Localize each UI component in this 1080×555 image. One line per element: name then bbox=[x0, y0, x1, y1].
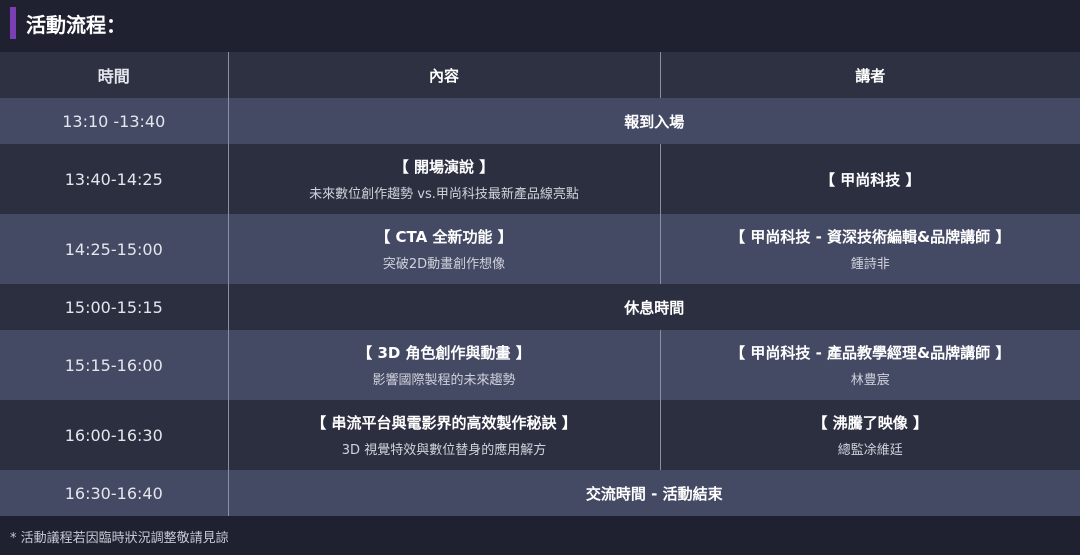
accent-bar bbox=[10, 7, 16, 39]
footnote: * 活動議程若因臨時狀況調整敬請見諒 bbox=[10, 531, 229, 546]
table-header: 時間 內容 講者 bbox=[0, 52, 1080, 98]
content-title: 【 串流平台與電影界的高效製作秘訣 】 bbox=[311, 414, 577, 432]
row-time: 13:10 -13:40 bbox=[0, 98, 228, 144]
row-time: 13:40-14:25 bbox=[0, 144, 228, 214]
row-content: 【 CTA 全新功能 】突破2D動畫創作想像 bbox=[227, 214, 660, 284]
table-row: 16:30-16:40 交流時間 - 活動結束 bbox=[0, 470, 1080, 516]
table-row: 14:25-15:00 【 CTA 全新功能 】突破2D動畫創作想像 【 甲尚科… bbox=[0, 214, 1080, 284]
speaker-name: 林豊宸 bbox=[850, 373, 890, 388]
speaker-name: 鍾詩非 bbox=[850, 257, 890, 272]
row-time: 16:00-16:30 bbox=[0, 400, 228, 470]
table-row: 15:00-15:15 休息時間 bbox=[0, 284, 1080, 330]
row-merged: 休息時間 bbox=[227, 284, 1080, 330]
row-content: 【 開場演說 】未來數位創作趨勢 vs.甲尚科技最新產品線亮點 bbox=[227, 144, 660, 214]
speaker-name: 總監凃維廷 bbox=[837, 443, 903, 458]
row-time: 14:25-15:00 bbox=[0, 214, 228, 284]
row-content: 【 串流平台與電影界的高效製作秘訣 】 3D 視覺特效與數位替身的應用解方 bbox=[227, 400, 660, 470]
content-title: 【 3D 角色創作與動畫 】 bbox=[357, 344, 531, 362]
table-row: 13:10 -13:40 報到入場 bbox=[0, 98, 1080, 144]
row-merged: 交流時間 - 活動結束 bbox=[227, 470, 1080, 516]
content-sub: 突破2D動畫創作想像 bbox=[382, 257, 506, 272]
content-sub: 未來數位創作趨勢 vs.甲尚科技最新產品線亮點 bbox=[309, 187, 579, 202]
table-row: 13:40-14:25 【 開場演說 】未來數位創作趨勢 vs.甲尚科技最新產品… bbox=[0, 144, 1080, 214]
speaker-title: 【 沸騰了映像 】 bbox=[812, 414, 928, 432]
header-time: 時間 bbox=[0, 52, 228, 98]
row-time: 15:15-16:00 bbox=[0, 330, 228, 400]
content-sub: 影響國際製程的未來趨勢 bbox=[372, 373, 516, 388]
row-speaker: 【 甲尚科技 】 bbox=[659, 144, 1080, 214]
speaker-title: 【 甲尚科技 】 bbox=[820, 170, 921, 189]
speaker-title: 【 甲尚科技 - 資深技術編輯&品牌講師 】 bbox=[730, 228, 1011, 246]
content-title: 【 開場演說 】 bbox=[393, 158, 495, 176]
header-content: 內容 bbox=[227, 52, 660, 98]
row-time: 15:00-15:15 bbox=[0, 284, 228, 330]
row-merged: 報到入場 bbox=[227, 98, 1080, 144]
content-title: 【 CTA 全新功能 】 bbox=[375, 228, 513, 246]
row-speaker: 【 沸騰了映像 】總監凃維廷 bbox=[659, 400, 1080, 470]
schedule-table: 時間 內容 講者 13:10 -13:40 報到入場 13:40-14:25 【… bbox=[0, 52, 1080, 516]
table-row: 16:00-16:30 【 串流平台與電影界的高效製作秘訣 】 3D 視覺特效與數… bbox=[0, 400, 1080, 470]
row-speaker: 【 甲尚科技 - 資深技術編輯&品牌講師 】鍾詩非 bbox=[659, 214, 1080, 284]
row-content: 【 3D 角色創作與動畫 】影響國際製程的未來趨勢 bbox=[227, 330, 660, 400]
content-sub: 3D 視覺特效與數位替身的應用解方 bbox=[341, 443, 547, 458]
row-time: 16:30-16:40 bbox=[0, 470, 228, 516]
header-speaker: 講者 bbox=[659, 52, 1080, 98]
section-title-text: 活動流程： bbox=[26, 12, 126, 37]
row-speaker: 【 甲尚科技 - 產品教學經理&品牌講師 】林豊宸 bbox=[659, 330, 1080, 400]
speaker-title: 【 甲尚科技 - 產品教學經理&品牌講師 】 bbox=[730, 344, 1011, 362]
section-title: 活動流程： bbox=[10, 6, 126, 40]
table-row: 15:15-16:00 【 3D 角色創作與動畫 】影響國際製程的未來趨勢 【 … bbox=[0, 330, 1080, 400]
